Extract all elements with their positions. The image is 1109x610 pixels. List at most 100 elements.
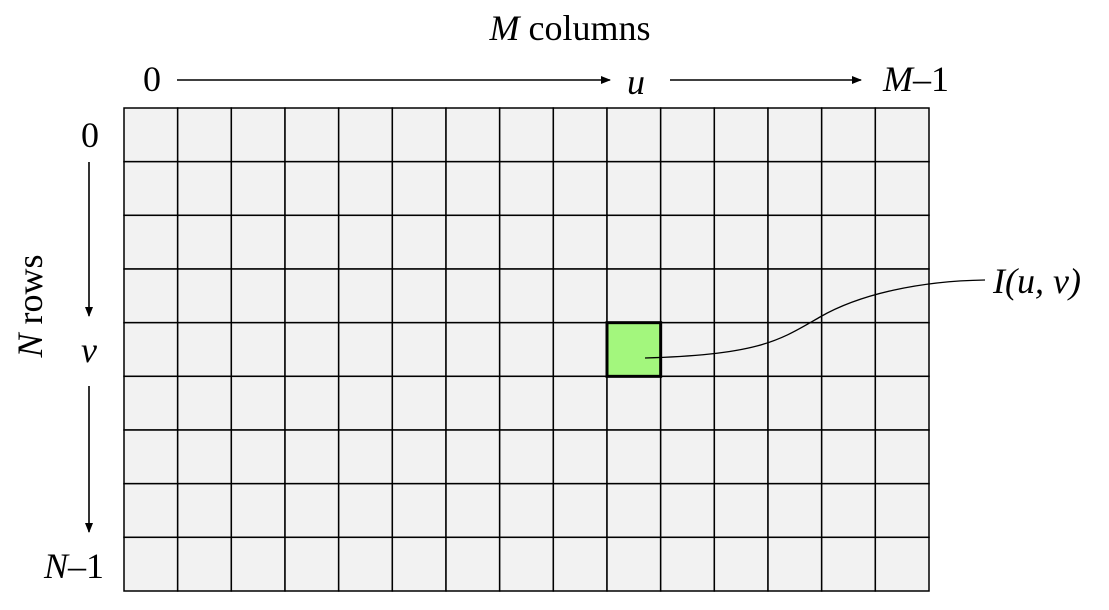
highlighted-pixel	[605, 321, 663, 378]
grid-cell	[337, 160, 394, 217]
grid-cell	[874, 107, 930, 163]
grid-cell	[874, 429, 930, 485]
columns-word: columns	[520, 8, 651, 48]
grid-cell	[391, 429, 447, 485]
grid-cell	[874, 375, 930, 431]
grid-cell	[713, 214, 769, 270]
grid-cell	[767, 160, 823, 217]
grid-cell	[767, 268, 823, 324]
grid-cell	[337, 429, 394, 485]
grid-cell	[230, 160, 286, 217]
grid-cell	[498, 375, 555, 431]
grid-cell	[176, 375, 233, 431]
grid-cell	[176, 214, 233, 270]
grid-cell	[606, 375, 662, 431]
col-middle-label: u	[627, 62, 645, 102]
grid-cell	[284, 321, 340, 378]
grid-cell	[230, 107, 286, 163]
grid-cell	[552, 160, 608, 217]
columns-var: M	[489, 8, 522, 48]
grid-cell	[337, 107, 394, 163]
grid-cell	[123, 268, 179, 324]
grid-cell	[284, 160, 340, 217]
grid-cell	[552, 107, 608, 163]
grid-cell	[874, 160, 930, 217]
grid-cell	[767, 107, 823, 163]
grid-cell	[230, 268, 286, 324]
grid-cell	[176, 321, 233, 378]
grid-cell	[445, 536, 501, 592]
grid-cell	[445, 214, 501, 270]
grid-cell	[284, 536, 340, 592]
grid-cell	[767, 375, 823, 431]
grid-cell	[123, 482, 179, 539]
rows-word: rows	[10, 254, 50, 333]
grid-cell	[445, 160, 501, 217]
grid-cell	[659, 482, 716, 539]
grid-cell	[552, 482, 608, 539]
grid-cell	[659, 429, 716, 485]
grid-cell	[820, 214, 877, 270]
grid-cell	[552, 321, 608, 378]
grid-cell	[874, 536, 930, 592]
grid-cell	[284, 107, 340, 163]
grid-cell	[176, 160, 233, 217]
grid-cell	[391, 268, 447, 324]
grid-cell	[820, 482, 877, 539]
grid-cell	[659, 536, 716, 592]
grid-cell	[230, 482, 286, 539]
grid-cell	[123, 214, 179, 270]
grid-cell	[445, 107, 501, 163]
grid-cell	[498, 321, 555, 378]
grid-cell	[820, 321, 877, 378]
grid-cell	[391, 536, 447, 592]
grid-cell	[284, 268, 340, 324]
grid-cell	[713, 536, 769, 592]
grid-cell	[498, 160, 555, 217]
grid-cell	[552, 429, 608, 485]
col-end-suffix: –1	[912, 59, 949, 99]
grid-cell	[659, 107, 716, 163]
grid-cell	[820, 536, 877, 592]
grid-cell	[445, 321, 501, 378]
rows-var: N	[10, 332, 50, 359]
grid-cell	[284, 429, 340, 485]
grid-cell	[713, 268, 769, 324]
grid-cell	[337, 482, 394, 539]
grid-cell	[874, 482, 930, 539]
grid-cell	[713, 482, 769, 539]
grid-cell	[606, 214, 662, 270]
row-middle-label: v	[81, 330, 97, 370]
grid-cell	[123, 536, 179, 592]
grid-cell	[123, 429, 179, 485]
grid-cell	[391, 107, 447, 163]
col-start-label: 0	[143, 59, 161, 99]
grid-cell	[874, 214, 930, 270]
grid-cell	[230, 375, 286, 431]
grid-cell	[123, 107, 179, 163]
grid-cell	[445, 375, 501, 431]
grid-cell	[391, 321, 447, 378]
pixel-grid	[123, 107, 930, 592]
grid-cell	[552, 536, 608, 592]
grid-cell	[284, 482, 340, 539]
grid-cell	[498, 107, 555, 163]
grid-cell	[659, 268, 716, 324]
grid-cell	[230, 321, 286, 378]
grid-cell	[498, 429, 555, 485]
grid-cell	[123, 160, 179, 217]
row-end-var: N	[43, 546, 70, 586]
grid-cell	[767, 536, 823, 592]
grid-cell	[874, 268, 930, 324]
grid-cell	[284, 375, 340, 431]
grid-cell	[498, 536, 555, 592]
grid-cell	[767, 214, 823, 270]
grid-cell	[659, 375, 716, 431]
grid-cell	[337, 375, 394, 431]
grid-cell	[820, 268, 877, 324]
grid-cell	[391, 375, 447, 431]
grid-cell	[230, 536, 286, 592]
grid-cell	[230, 429, 286, 485]
grid-cell	[659, 214, 716, 270]
